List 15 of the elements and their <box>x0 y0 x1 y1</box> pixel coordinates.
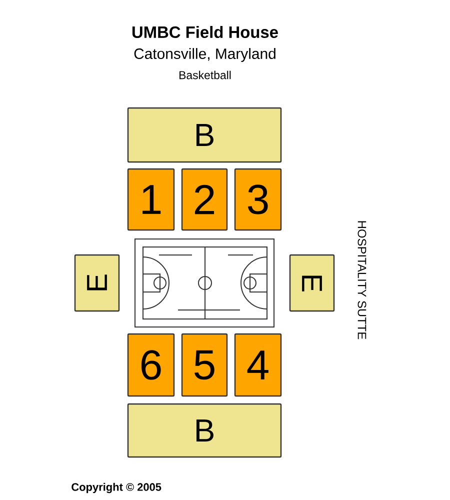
seating-section: B <box>127 107 282 163</box>
seating-section: E <box>74 254 120 312</box>
location-text: Catonsville, Maryland <box>134 48 276 62</box>
seating-section: 2 <box>181 168 228 231</box>
copyright-notice: Copyright © 2005 <box>72 482 162 494</box>
seating-section: B <box>127 403 282 458</box>
seating-section: E <box>289 254 335 312</box>
seating-section: 3 <box>234 168 282 231</box>
title: UMBC Field House <box>132 26 278 38</box>
seating-section: 5 <box>181 333 228 397</box>
seating-section: 6 <box>127 333 175 397</box>
side-label: HOSPITALITY SUTTE <box>358 221 366 340</box>
event-text: Basketball <box>180 70 231 80</box>
seating-section: 1 <box>127 168 175 231</box>
seating-section: 4 <box>234 333 282 397</box>
